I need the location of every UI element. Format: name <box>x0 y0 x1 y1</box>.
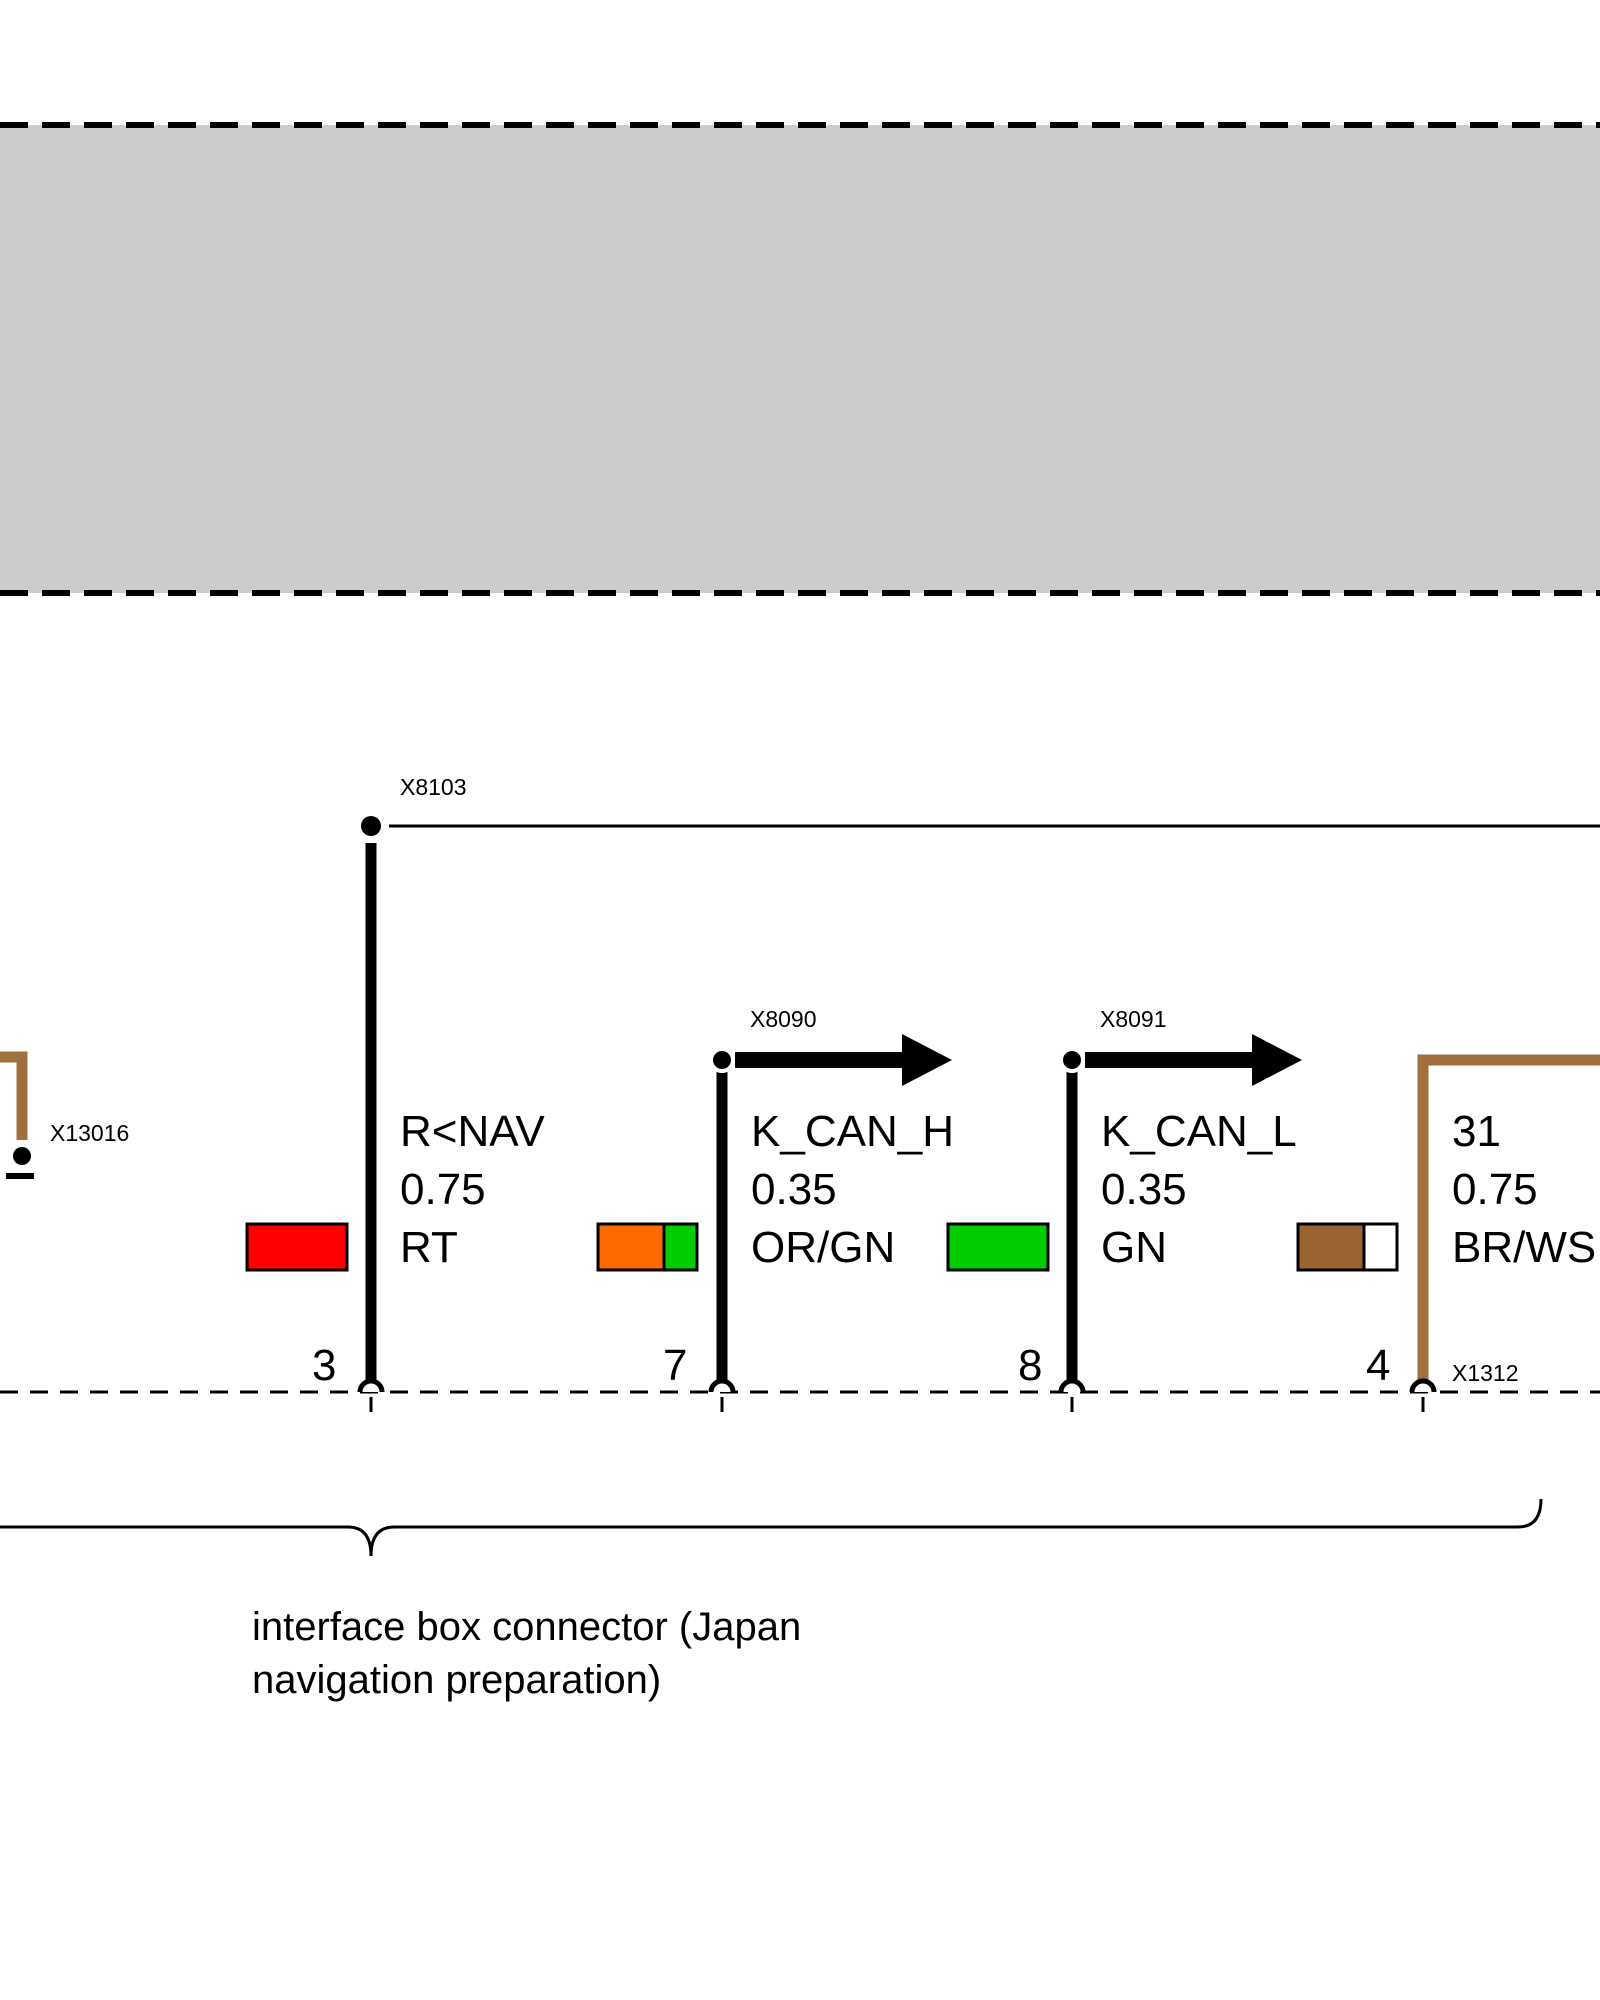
wire-color-code: BR/WS <box>1452 1223 1596 1272</box>
connector-label-x8090: X8090 <box>750 1006 817 1032</box>
wire-pin-3: R<NAV 0.75 RT 3 <box>245 816 545 1412</box>
connector-label-x1312: X1312 <box>1452 1360 1519 1386</box>
connector-label-x8091: X8091 <box>1100 1006 1167 1032</box>
color-swatch-white <box>1362 1222 1399 1272</box>
wire-pin-4: 31 0.75 BR/WS 4 X1312 <box>1296 1054 1600 1412</box>
wire-color-code: GN <box>1101 1223 1167 1272</box>
wire-pin-7: X8090 K_CAN_H 0.35 OR/GN 7 <box>596 1006 954 1412</box>
caption-line-1: interface box connector (Japan <box>252 1605 801 1649</box>
wire-pin-8: X8091 K_CAN_L 0.35 GN 8 <box>946 1006 1302 1412</box>
left-stub-wire: X13016 <box>0 1051 129 1179</box>
arrow-icon <box>1252 1034 1302 1086</box>
control-module-box <box>0 122 1600 596</box>
color-swatch-brown <box>1296 1222 1366 1272</box>
splice-wire-x8103: X8103 <box>389 774 1600 828</box>
pin-number: 4 <box>1366 1341 1390 1390</box>
arrow-icon <box>902 1034 952 1086</box>
wire-cross-section: 0.35 <box>751 1165 837 1214</box>
wire-signal: R<NAV <box>400 1107 545 1156</box>
color-swatch-orange <box>596 1222 666 1272</box>
pin-number: 7 <box>663 1341 687 1390</box>
wire-cross-section: 0.35 <box>1101 1165 1187 1214</box>
wire-cross-section: 0.75 <box>1452 1165 1538 1214</box>
connector-label-x13016: X13016 <box>50 1120 129 1146</box>
color-swatch-green <box>662 1222 699 1272</box>
pin-number: 3 <box>312 1341 336 1390</box>
wire-color-code: RT <box>400 1223 458 1272</box>
wire-signal: K_CAN_L <box>1101 1107 1297 1156</box>
color-swatch-green <box>946 1222 1050 1272</box>
wire-signal: K_CAN_H <box>751 1107 954 1156</box>
color-swatch-red <box>245 1222 349 1272</box>
wire-signal: 31 <box>1452 1107 1501 1156</box>
caption-line-2: navigation preparation) <box>252 1658 661 1702</box>
connector-brace <box>0 1498 1543 1557</box>
wire-cross-section: 0.75 <box>400 1165 486 1214</box>
pin-number: 8 <box>1018 1341 1042 1390</box>
connector-label-x8103: X8103 <box>400 774 467 800</box>
wire-color-code: OR/GN <box>751 1223 895 1272</box>
